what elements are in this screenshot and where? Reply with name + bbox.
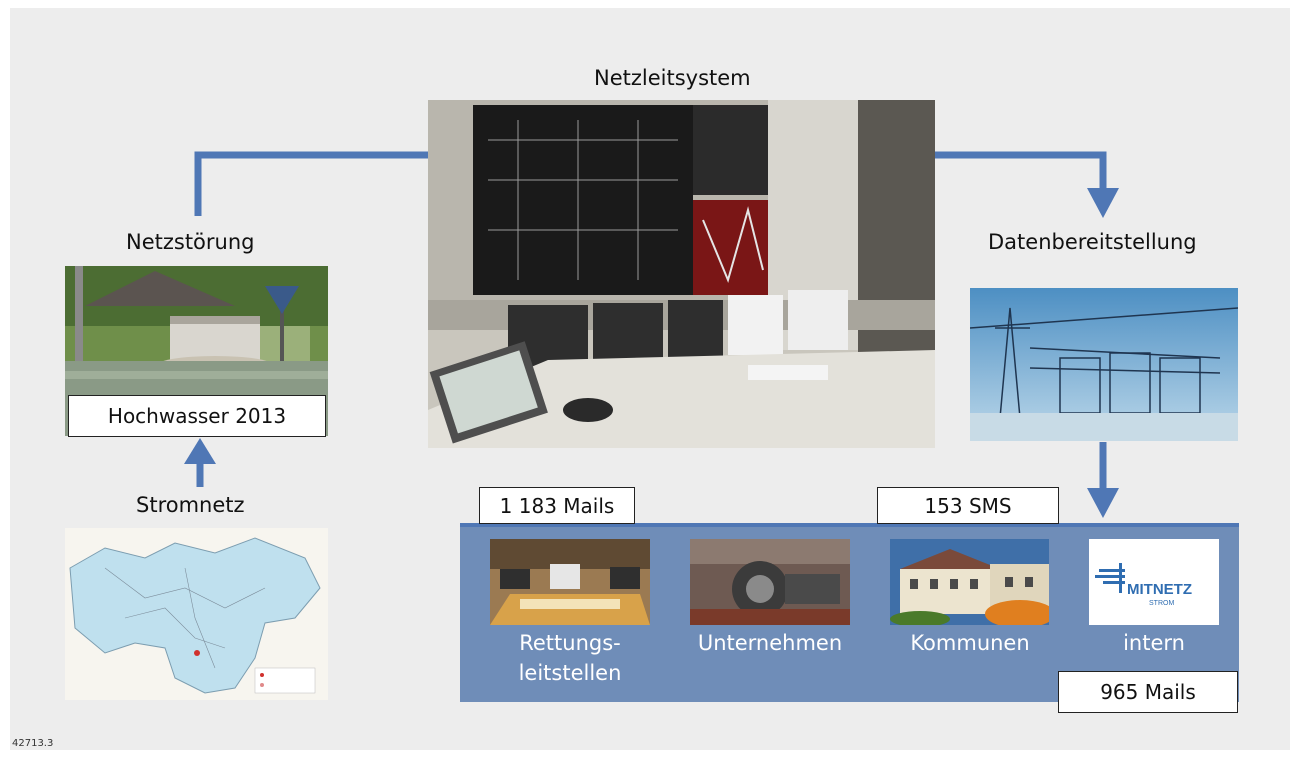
recipient-kommunen: Kommunen (910, 631, 1030, 655)
arrowhead-netzstoerung (184, 438, 216, 464)
label-mails-965: 965 Mails (1058, 671, 1238, 713)
stromnetz-map (65, 528, 328, 700)
recipient-intern: intern (1123, 631, 1185, 655)
kommunen-photo (890, 539, 1049, 625)
figure-id: 42713.3 (12, 738, 54, 749)
control-room-photo (428, 100, 935, 448)
arrow-netzleitsystem-to-datenbereitstellung (935, 151, 1107, 190)
rettungsleitstellen-photo (490, 539, 650, 625)
mitnetz-logo: MITNETZ STROM (1089, 539, 1219, 625)
substation-photo (970, 288, 1238, 441)
recipient-rettungsleitstellen-line2: leitstellen (518, 661, 622, 685)
heading-datenbereitstellung: Datenbereitstellung (988, 230, 1197, 254)
label-sms-153: 153 SMS (877, 487, 1059, 524)
label-hochwasser-2013: Hochwasser 2013 (68, 395, 326, 437)
heading-stromnetz: Stromnetz (136, 493, 245, 517)
heading-netzstoerung: Netzstörung (126, 230, 255, 254)
mitnetz-logo-text: MITNETZ (1127, 581, 1192, 598)
recipient-rettungsleitstellen-line1: Rettungs- (519, 631, 621, 655)
recipient-unternehmen: Unternehmen (697, 631, 843, 655)
arrowhead-datenbereitstellung (1087, 188, 1119, 218)
arrow-netzstoerung-to-netzleitsystem (194, 151, 428, 216)
mitnetz-logo-subtext: STROM (1149, 600, 1175, 607)
unternehmen-photo (690, 539, 850, 625)
label-mails-1183: 1 183 Mails (479, 487, 635, 524)
heading-netzleitsystem: Netzleitsystem (594, 66, 751, 90)
recipient-rettungsleitstellen: Rettungs- leitstellen (480, 628, 660, 688)
arrowhead-recipients (1087, 488, 1119, 518)
